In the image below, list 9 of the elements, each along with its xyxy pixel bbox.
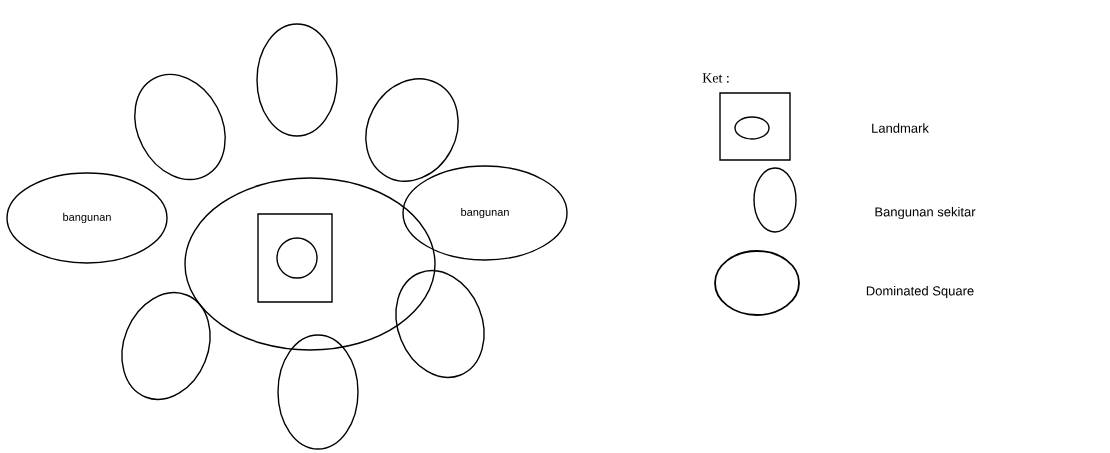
square-ellipse <box>184 177 436 351</box>
legend-title: Ket : <box>702 73 729 83</box>
landmark-square <box>257 213 333 303</box>
landmark-circle <box>276 237 318 279</box>
legend-label: Bangunan sekitar <box>875 206 976 220</box>
building-ellipse <box>256 23 338 137</box>
legend-label: Dominated Square <box>866 285 974 299</box>
building-ellipse <box>277 334 359 450</box>
legend-label: Landmark <box>872 123 929 133</box>
